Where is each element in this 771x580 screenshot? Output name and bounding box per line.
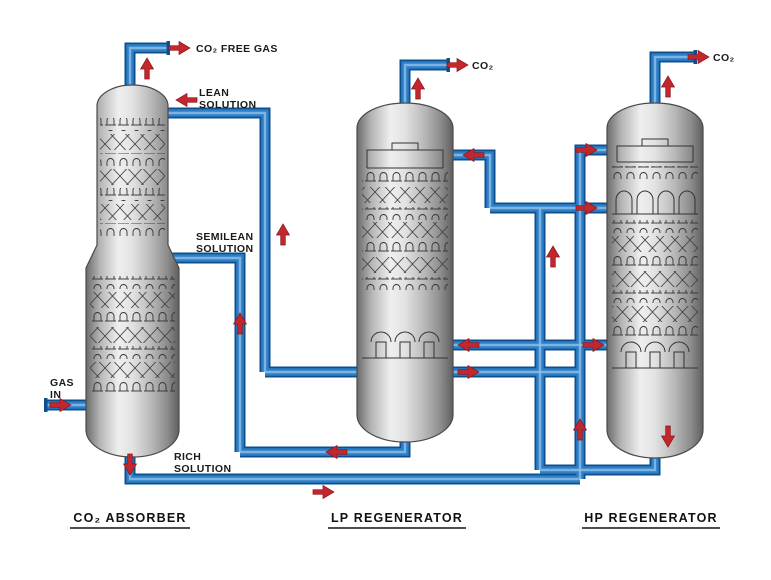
label-co2-lp: CO₂	[472, 60, 494, 72]
label-lp-regenerator: LP REGENERATOR	[331, 511, 463, 525]
label-co2-free-gas: CO₂ FREE GAS	[196, 43, 278, 55]
stream-labels: CO₂ FREE GAS LEAN SOLUTION SEMILEAN SOLU…	[50, 43, 735, 475]
vessel-name-labels: CO₂ ABSORBER LP REGENERATOR HP REGENERAT…	[70, 511, 720, 529]
flow-arrow	[175, 93, 198, 107]
label-co2-absorber: CO₂ ABSORBER	[73, 511, 186, 525]
label-lean-solution-line1: LEAN	[199, 87, 229, 99]
flow-arrow	[661, 75, 675, 98]
flow-arrow	[312, 485, 335, 499]
flow-arrow	[411, 77, 425, 100]
flow-arrow	[276, 223, 290, 246]
label-semilean-solution-line1: SEMILEAN	[196, 231, 253, 243]
flow-arrow	[546, 245, 560, 268]
label-co2-hp: CO₂	[713, 52, 735, 64]
label-gas-in-line1: GAS	[50, 377, 74, 389]
label-gas-in-line2: IN	[50, 389, 61, 401]
label-hp-regenerator: HP REGENERATOR	[584, 511, 718, 525]
label-semilean-solution-line2: SOLUTION	[196, 243, 253, 255]
label-rich-solution-line2: SOLUTION	[174, 463, 231, 475]
label-lean-solution-line2: SOLUTION	[199, 99, 256, 111]
flow-arrow	[446, 58, 469, 72]
flow-arrow	[168, 41, 191, 55]
flow-arrow	[140, 57, 154, 80]
label-rich-solution-line1: RICH	[174, 451, 201, 463]
vessels	[85, 84, 704, 459]
